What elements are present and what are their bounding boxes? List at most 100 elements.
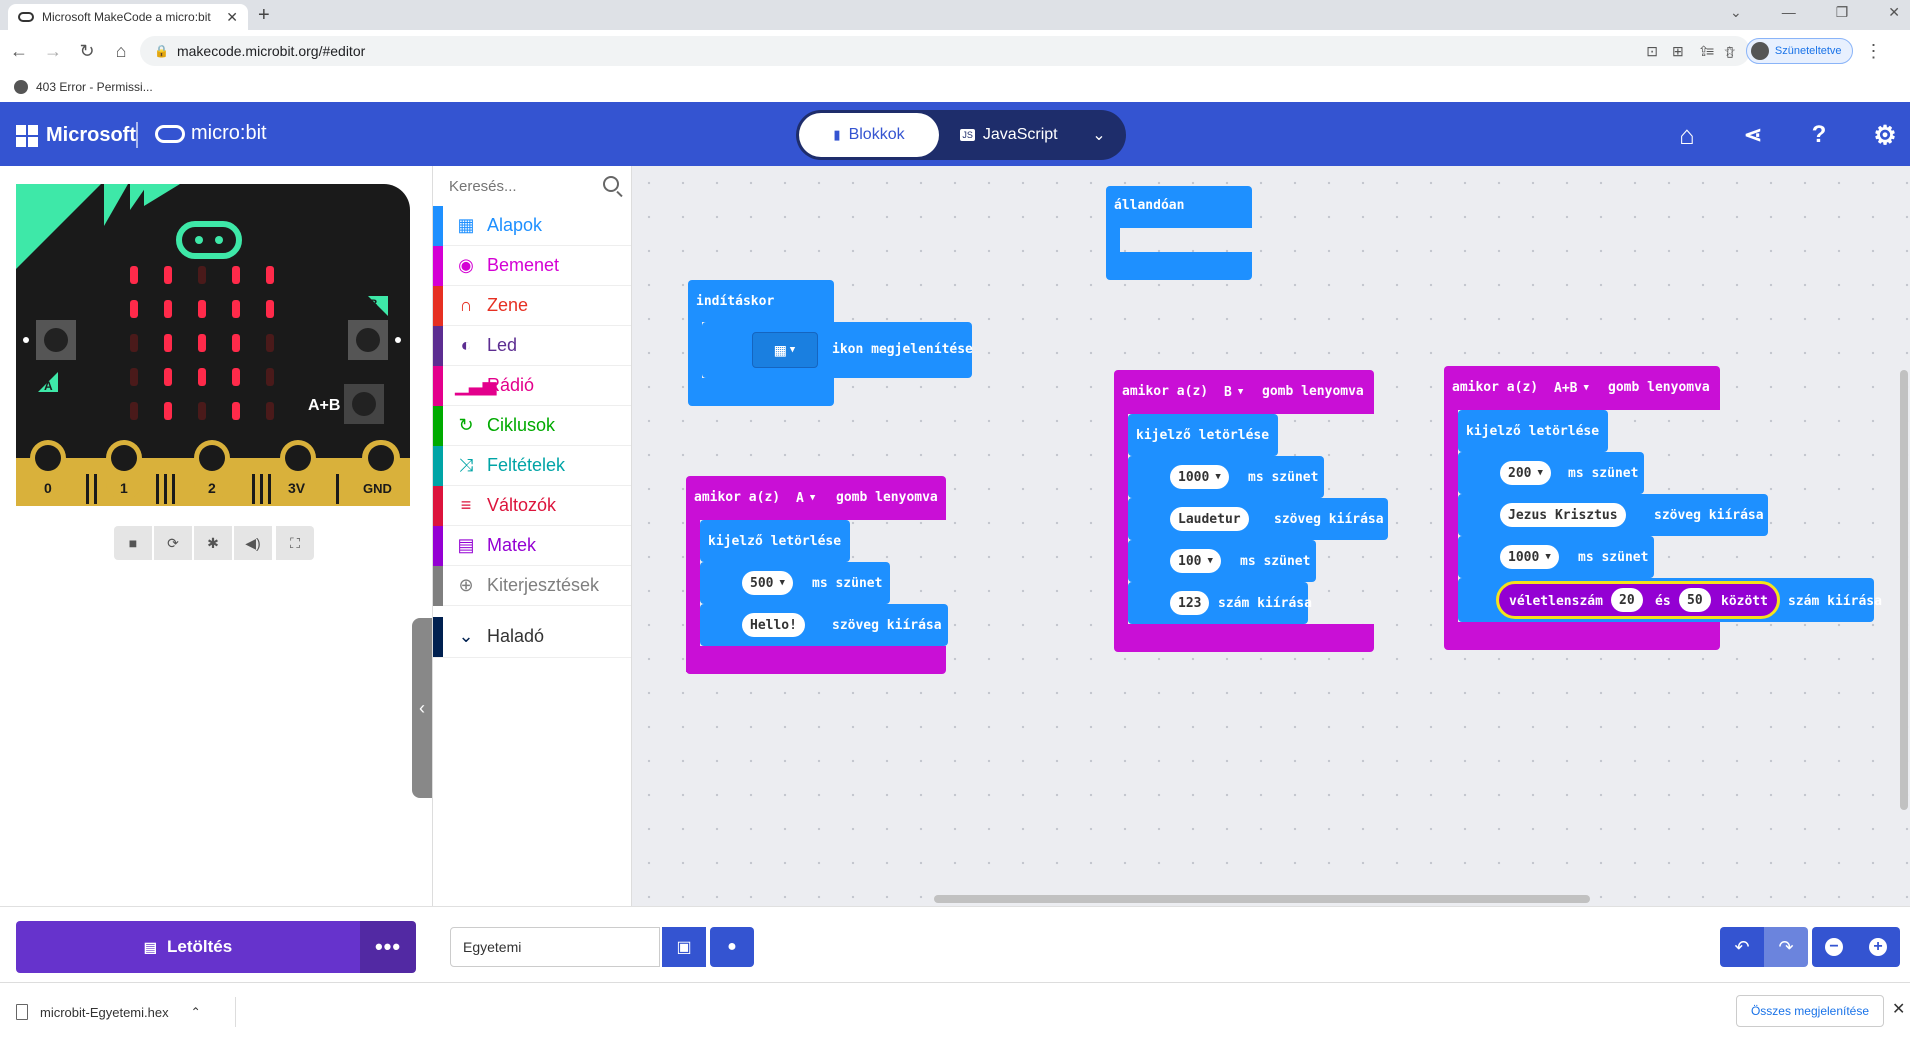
- redo-button[interactable]: ↷: [1764, 927, 1808, 967]
- clear-screen-block-b[interactable]: kijelző letörlése: [1128, 414, 1278, 456]
- close-shelf-icon[interactable]: ✕: [1892, 1001, 1906, 1018]
- blocks-workspace[interactable]: állandóan indításkor ▦ ▼ ikon megjelenít…: [632, 166, 1910, 906]
- button-ab-dropdown[interactable]: A+B ▼: [1548, 376, 1595, 400]
- debug-bug-icon[interactable]: ✱: [194, 526, 232, 560]
- lock-icon[interactable]: 🔒: [154, 44, 169, 58]
- home-icon[interactable]: ⌂: [1679, 119, 1695, 150]
- pause-value-dropdown[interactable]: 200 ▼: [1500, 461, 1551, 485]
- translate-icon[interactable]: ⊞: [1671, 42, 1684, 59]
- show-icon-block[interactable]: ▦ ▼ ikon megjelenítése: [702, 322, 973, 378]
- settings-gear-icon[interactable]: ⚙: [1873, 119, 1897, 150]
- reading-list-icon[interactable]: ≡: [1706, 43, 1715, 59]
- mute-speaker-icon[interactable]: ◀): [234, 526, 272, 560]
- github-button[interactable]: ●: [710, 927, 754, 967]
- clear-screen-block-a[interactable]: kijelző letörlése: [700, 520, 850, 562]
- on-button-b-block[interactable]: amikor a(z) B ▼ gomb lenyomva: [1114, 370, 1374, 414]
- show-number-block-b[interactable]: 123 szám kiírása: [1128, 582, 1312, 624]
- share-page-icon[interactable]: ⇪: [1697, 42, 1710, 59]
- category-kiterjesztések[interactable]: ⊕Kiterjesztések: [433, 565, 631, 606]
- browser-tab[interactable]: Microsoft MakeCode a micro:bit ✕: [8, 4, 248, 30]
- on-button-ab-block[interactable]: amikor a(z) A+B ▼ gomb lenyomva: [1444, 366, 1720, 410]
- random-to-input[interactable]: 50: [1679, 588, 1711, 612]
- edge-pins[interactable]: [30, 440, 400, 500]
- clear-screen-block-ab[interactable]: kijelző letörlése: [1458, 410, 1608, 452]
- category-rádió[interactable]: ▁▃▅Rádió: [433, 365, 631, 406]
- tab-blocks[interactable]: ▮ Blokkok: [799, 113, 939, 157]
- zoom-in-button[interactable]: +: [1856, 927, 1900, 967]
- category-változók[interactable]: ≡Változók: [433, 485, 631, 526]
- forward-icon[interactable]: →: [44, 40, 62, 61]
- string-input[interactable]: Laudetur: [1170, 507, 1249, 531]
- tab-search-icon[interactable]: ⌄: [1729, 4, 1742, 20]
- window-close-icon[interactable]: ✕: [1888, 4, 1900, 20]
- back-icon[interactable]: ←: [10, 40, 28, 61]
- random-block[interactable]: véletlenszám 20 és 50 között: [1496, 581, 1780, 619]
- pause-block-b1[interactable]: 1000 ▼ ms szünet: [1128, 456, 1324, 498]
- microsoft-logo[interactable]: Microsoft: [16, 124, 136, 147]
- home-icon[interactable]: ⌂: [115, 40, 127, 61]
- icon-picker[interactable]: ▦ ▼: [752, 332, 818, 368]
- sidepanel-icon[interactable]: ▯: [1726, 42, 1734, 59]
- on-button-a-block[interactable]: amikor a(z) A ▼ gomb lenyomva: [686, 476, 946, 520]
- pause-block-b2[interactable]: 100 ▼ ms szünet: [1128, 540, 1316, 582]
- url-field[interactable]: 🔒 makecode.microbit.org/#editor ⊡ ⊞ ⇪ ☆: [140, 36, 1750, 66]
- category-alapok[interactable]: ▦Alapok: [433, 205, 631, 246]
- string-input[interactable]: Hello!: [742, 613, 805, 637]
- bookmark-item[interactable]: 403 Error - Permissi...: [36, 80, 153, 94]
- install-icon[interactable]: ⊡: [1646, 42, 1658, 59]
- stop-icon[interactable]: ■: [114, 526, 152, 560]
- show-string-block-ab[interactable]: Jezus Krisztus szöveg kiírása: [1458, 494, 1768, 536]
- reload-icon[interactable]: ↻: [79, 40, 95, 61]
- profile-button[interactable]: Szüneteltetve: [1745, 38, 1853, 64]
- show-all-downloads-button[interactable]: Összes megjelenítése: [1736, 995, 1884, 1027]
- help-icon[interactable]: ?: [1811, 121, 1827, 148]
- tab-javascript[interactable]: JS JavaScript: [939, 113, 1079, 157]
- pause-value-dropdown[interactable]: 500 ▼: [742, 571, 793, 595]
- project-name-field[interactable]: Egyetemi: [450, 927, 660, 967]
- undo-button[interactable]: ↶: [1720, 927, 1764, 967]
- menu-kebab-icon[interactable]: ⋮: [1864, 40, 1883, 61]
- button-a-dropdown[interactable]: A ▼: [790, 486, 821, 510]
- microbit-board[interactable]: A B A+B 0 1 2 3V: [16, 184, 410, 506]
- string-input[interactable]: Jezus Krisztus: [1500, 503, 1626, 527]
- downloaded-file-item[interactable]: microbit-Egyetemi.hex ⌃: [16, 997, 236, 1027]
- download-more-button[interactable]: •••: [360, 921, 416, 973]
- forever-block[interactable]: állandóan: [1106, 186, 1252, 228]
- share-icon[interactable]: ⋖: [1743, 122, 1763, 147]
- tab-close-icon[interactable]: ✕: [226, 8, 238, 25]
- pause-block-a[interactable]: 500 ▼ ms szünet: [700, 562, 890, 604]
- pause-block-ab1[interactable]: 200 ▼ ms szünet: [1458, 452, 1644, 494]
- restart-icon[interactable]: ⟳: [154, 526, 192, 560]
- button-b-dropdown[interactable]: B ▼: [1218, 380, 1249, 404]
- show-number-block-ab[interactable]: véletlenszám 20 és 50 között szám kiírás…: [1458, 578, 1882, 622]
- search-icon[interactable]: [603, 176, 619, 192]
- pause-block-ab2[interactable]: 1000 ▼ ms szünet: [1458, 536, 1654, 578]
- category-haladó[interactable]: ⌄Haladó: [433, 616, 631, 658]
- fullscreen-icon[interactable]: ⛶: [276, 526, 314, 560]
- category-matek[interactable]: ▤Matek: [433, 525, 631, 566]
- pause-value-dropdown[interactable]: 100 ▼: [1170, 549, 1221, 573]
- minimize-icon[interactable]: —: [1781, 4, 1796, 20]
- new-tab-button[interactable]: +: [258, 4, 270, 26]
- pause-value-dropdown[interactable]: 1000 ▼: [1500, 545, 1559, 569]
- show-string-block-b[interactable]: Laudetur szöveg kiírása: [1128, 498, 1388, 540]
- show-string-block-a[interactable]: Hello! szöveg kiírása: [700, 604, 948, 646]
- toolbox-search-input[interactable]: [449, 177, 599, 195]
- pause-value-dropdown[interactable]: 1000 ▼: [1170, 465, 1229, 489]
- language-dropdown-icon[interactable]: ⌄: [1092, 127, 1106, 144]
- category-led[interactable]: ◐Led: [433, 325, 631, 366]
- category-zene[interactable]: ∩Zene: [433, 285, 631, 326]
- category-feltételek[interactable]: ⤨Feltételek: [433, 445, 631, 486]
- save-button[interactable]: ▣: [662, 927, 706, 967]
- random-from-input[interactable]: 20: [1611, 588, 1643, 612]
- category-bemenet[interactable]: ◉Bemenet: [433, 245, 631, 286]
- on-start-block[interactable]: indításkor: [688, 280, 834, 322]
- number-input[interactable]: 123: [1170, 591, 1210, 615]
- download-button[interactable]: ▤ Letöltés: [16, 921, 360, 973]
- category-ciklusok[interactable]: ↻Ciklusok: [433, 405, 631, 446]
- restore-icon[interactable]: ❐: [1835, 4, 1849, 20]
- bookmark-star-icon[interactable]: ☆: [1723, 42, 1736, 59]
- microbit-logo[interactable]: micro:bit: [155, 122, 267, 145]
- zoom-out-button[interactable]: −: [1812, 927, 1856, 967]
- workspace-vertical-scrollbar[interactable]: [1900, 370, 1908, 810]
